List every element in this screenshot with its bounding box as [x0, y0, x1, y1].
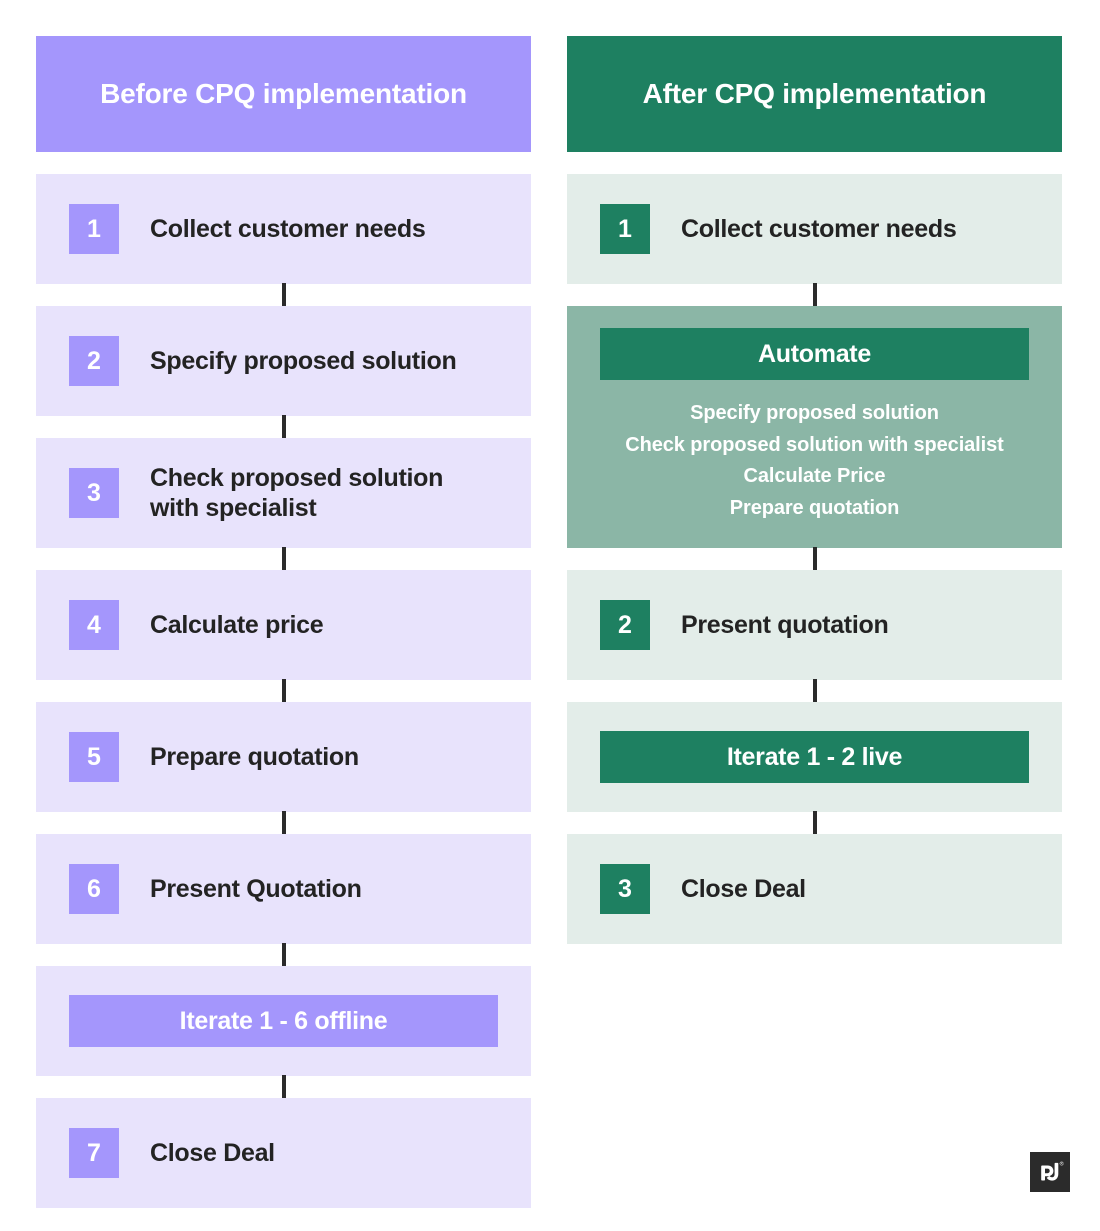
connector-line: [281, 811, 286, 834]
step-row-after-1: 1 Collect customer needs: [567, 174, 1062, 284]
step-number-badge: 1: [600, 204, 650, 254]
step-label: Collect customer needs: [150, 214, 426, 243]
step-row-before-7: 7 Close Deal: [36, 1075, 531, 1208]
connector-line: [281, 283, 286, 306]
automate-task-item: Prepare quotation: [729, 496, 900, 519]
column-header-after: After CPQ implementation: [567, 36, 1062, 152]
step-label: Prepare quotation: [150, 742, 359, 771]
step-row-before-4: 4 Calculate price: [36, 547, 531, 680]
step-number-badge: 3: [600, 864, 650, 915]
automate-bar-label: Automate: [600, 328, 1029, 380]
column-header-after-title: After CPQ implementation: [642, 77, 987, 109]
step-number-badge: 3: [69, 468, 119, 518]
step-number-badge: 2: [600, 600, 650, 651]
step-number-badge: 5: [69, 732, 119, 782]
step-row-before-5: 5 Prepare quotation: [36, 679, 531, 812]
automate-task-item: Calculate Price: [743, 465, 886, 488]
column-before-cpq: Before CPQ implementation 1 Collect cust…: [36, 36, 531, 1208]
connector-line: [812, 679, 817, 703]
connector-line: [812, 547, 817, 571]
step-number-badge: 4: [69, 600, 119, 650]
step-row-before-3: 3 Check proposed solution with specialis…: [36, 415, 531, 548]
step-label: Specify proposed solution: [150, 346, 457, 375]
step-row-after-3: 3 Close Deal: [567, 811, 1062, 945]
connector-line: [812, 811, 817, 835]
iterate-row-before: Iterate 1 - 6 offline: [36, 943, 531, 1076]
column-header-before-title: Before CPQ implementation: [100, 77, 467, 109]
iterate-row-after: Iterate 1 - 2 live: [567, 679, 1062, 813]
connector-line: [812, 283, 817, 306]
automate-task-list: Specify proposed solution Check proposed…: [567, 398, 1062, 524]
step-row-before-1: 1 Collect customer needs: [36, 174, 531, 284]
step-number-badge: 2: [69, 336, 119, 386]
connector-line: [281, 1075, 286, 1098]
step-label: Close Deal: [150, 1138, 275, 1167]
step-number-badge: 1: [69, 204, 119, 254]
column-after-cpq: After CPQ implementation 1 Collect custo…: [567, 36, 1062, 945]
connector-line: [281, 679, 286, 702]
registered-trademark-icon: ®: [1060, 1161, 1064, 1168]
pandadoc-logo: ®: [1030, 1152, 1070, 1192]
step-row-before-6: 6 Present Quotation: [36, 811, 531, 944]
step-label: Check proposed solution with specialist: [150, 463, 444, 523]
step-label: Present Quotation: [150, 874, 362, 903]
step-row-after-2: 2 Present quotation: [567, 547, 1062, 681]
step-label: Present quotation: [681, 611, 889, 640]
automate-task-item: Specify proposed solution: [690, 402, 939, 424]
connector-line: [281, 943, 286, 966]
iterate-bar-label: Iterate 1 - 2 live: [600, 731, 1029, 784]
step-label: Calculate price: [150, 610, 324, 639]
step-number-badge: 7: [69, 1128, 119, 1178]
step-label: Collect customer needs: [681, 214, 957, 243]
step-number-badge: 6: [69, 864, 119, 914]
automate-task-item: Check proposed solution with specialist: [625, 433, 1004, 456]
step-row-before-2: 2 Specify proposed solution: [36, 283, 531, 416]
connector-line: [281, 415, 286, 438]
connector-line: [281, 547, 286, 570]
column-header-before: Before CPQ implementation: [36, 36, 531, 152]
automate-block: Automate Specify proposed solution Check…: [567, 283, 1062, 549]
step-label: Close Deal: [681, 875, 806, 904]
iterate-bar-label: Iterate 1 - 6 offline: [69, 995, 498, 1047]
